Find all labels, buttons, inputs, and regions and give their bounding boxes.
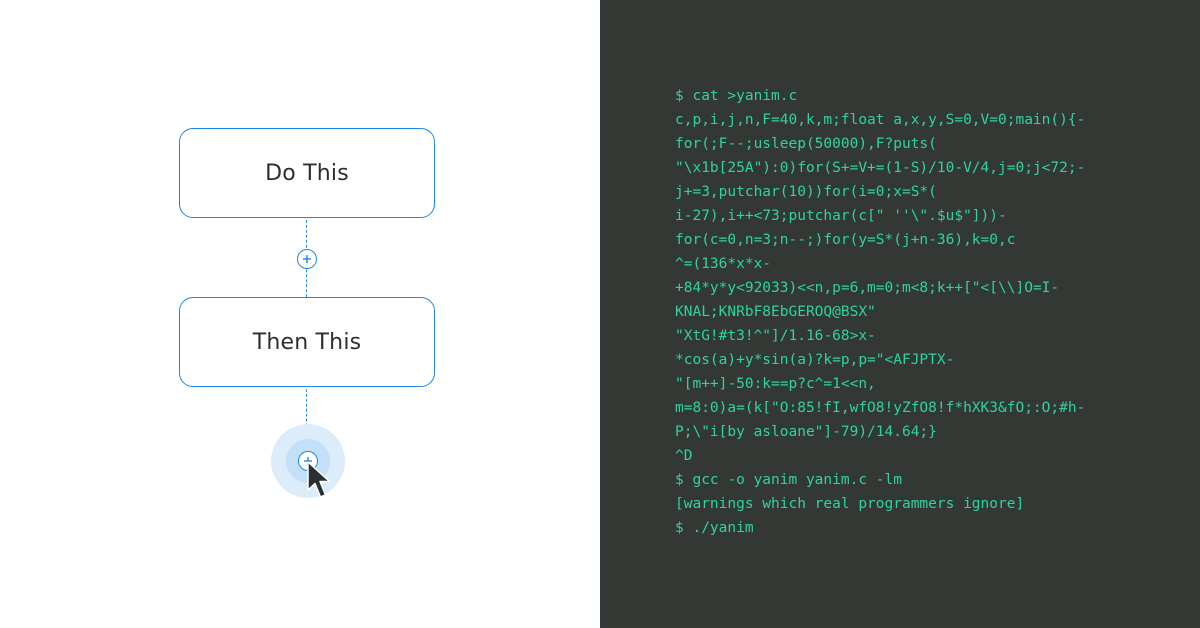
terminal-line: [warnings which real programmers ignore] xyxy=(675,496,1025,512)
terminal-line: i-27),i++<73;putchar(c[" ''\".$u$"]))- xyxy=(675,208,1007,224)
terminal-line: +84*y*y<92033)<<n,p=6,m=0;m<8;k++["<[\\]… xyxy=(675,280,1060,296)
step-card-then-this[interactable]: Then This xyxy=(179,297,435,387)
mouse-pointer-icon xyxy=(307,461,331,498)
workflow-panel: Do This Then This xyxy=(179,128,435,498)
terminal-line: KNAL;KNRbF8EbGEROQ@BSX" xyxy=(675,304,876,320)
terminal-line: m=8:0)a=(k["O:85!fI,wfO8!yZfO8!f*hXK3&fO… xyxy=(675,400,1086,416)
terminal-line: j+=3,putchar(10))for(i=0;x=S*( xyxy=(675,184,937,200)
terminal-output: $ cat >yanim.c c,p,i,j,n,F=40,k,m;float … xyxy=(675,84,1085,540)
terminal-panel: $ cat >yanim.c c,p,i,j,n,F=40,k,m;float … xyxy=(600,0,1200,628)
add-step-button[interactable] xyxy=(297,249,317,269)
terminal-line: for(;F--;usleep(50000),F?puts( xyxy=(675,136,937,152)
connector-line xyxy=(306,389,307,451)
terminal-line: "\x1b[25A"):0)for(S+=V+=(1-S)/10-V/4,j=0… xyxy=(675,160,1086,176)
step-card-do-this[interactable]: Do This xyxy=(179,128,435,218)
terminal-line: *cos(a)+y*sin(a)?k=p,p="<AFJPTX- xyxy=(675,352,955,368)
terminal-line: c,p,i,j,n,F=40,k,m;float a,x,y,S=0,V=0;m… xyxy=(675,112,1086,128)
step-label: Do This xyxy=(265,160,349,186)
terminal-line: ^=(136*x*x- xyxy=(675,256,772,272)
terminal-line: $ gcc -o yanim yanim.c -lm xyxy=(675,472,902,488)
step-label: Then This xyxy=(252,329,362,355)
terminal-line: "XtG!#t3!^"]/1.16-68>x- xyxy=(675,328,876,344)
terminal-line: "[m++]-50:k==p?c^=1<<n, xyxy=(675,376,876,392)
plus-icon xyxy=(303,255,311,263)
terminal-line: $ ./yanim xyxy=(675,520,754,536)
terminal-line: ^D xyxy=(675,448,693,464)
terminal-line: $ cat >yanim.c xyxy=(675,88,798,104)
terminal-line: P;\"i[by asloane"]-79)/14.64;} xyxy=(675,424,937,440)
terminal-line: for(c=0,n=3;n--;)for(y=S*(j+n-36),k=0,c xyxy=(675,232,1016,248)
